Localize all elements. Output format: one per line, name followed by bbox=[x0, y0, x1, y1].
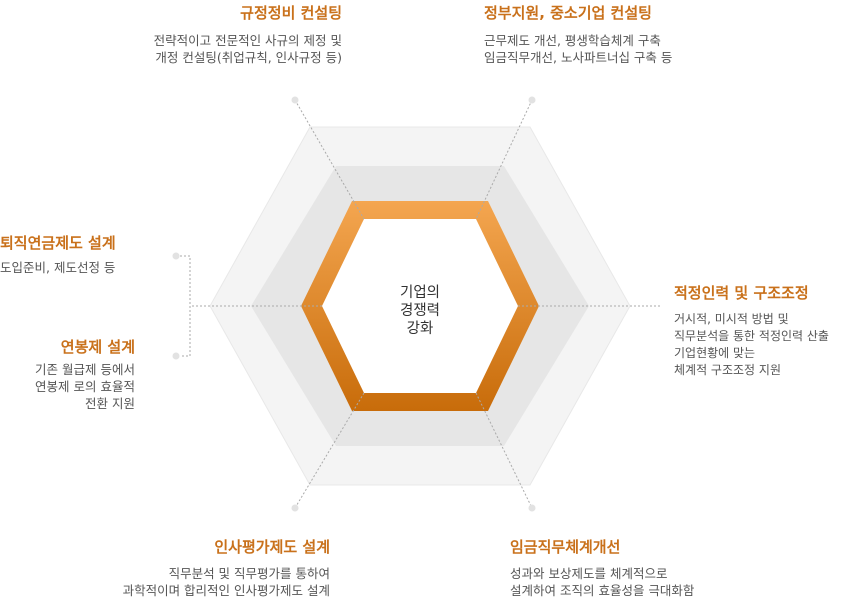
desc-line: 전략적이고 전문적인 사규의 제정 및 bbox=[153, 33, 342, 48]
item-title: 임금직무체계개선 bbox=[510, 538, 621, 556]
desc-line: 설계하여 조직의 효율성을 극대화함 bbox=[510, 583, 695, 598]
item-title: 정부지원, 중소기업 컨설팅 bbox=[484, 4, 652, 22]
center-hexagon bbox=[322, 219, 518, 393]
item-title: 연봉제 설계 bbox=[60, 338, 135, 356]
desc-line: 근무제도 개선, 평생학습체계 구축 bbox=[484, 33, 661, 48]
desc-line: 개정 컨설팅(취업규칙, 인사규정 등) bbox=[155, 50, 342, 65]
dot-bottom-left bbox=[291, 504, 299, 512]
desc-line: 직무분석 및 직무평가를 통하여 bbox=[168, 566, 330, 581]
item-desc: 근무제도 개선, 평생학습체계 구축 임금직무개선, 노사파트너십 구축 등 bbox=[484, 32, 672, 66]
center-line-2: 경쟁력 bbox=[399, 303, 441, 319]
center-line-1: 기업의 bbox=[399, 285, 441, 301]
dot-top-left bbox=[291, 96, 299, 104]
item-desc: 전략적이고 전문적인 사규의 제정 및 개정 컨설팅(취업규칙, 인사규정 등) bbox=[154, 32, 342, 66]
item-title: 퇴직연금제도 설계 bbox=[0, 234, 116, 252]
connector-left-bracket bbox=[180, 255, 191, 357]
item-desc: 기존 월급제 등에서 연봉제 로의 효율적 전환 지원 bbox=[35, 361, 135, 412]
item-title: 규정정비 컨설팅 bbox=[240, 4, 342, 22]
connector-top-right bbox=[475, 99, 533, 220]
desc-line: 기존 월급제 등에서 bbox=[35, 362, 135, 377]
item-bottom-left: 인사평가제도 설계 직무분석 및 직무평가를 통하여 과학적이며 합리적인 인사… bbox=[123, 537, 330, 599]
connector-top-left bbox=[294, 99, 365, 220]
item-desc: 거시적, 미시적 방법 및 직무분석을 통한 적정인력 산출 기업현황에 맞는 … bbox=[674, 311, 829, 379]
item-top-right: 정부지원, 중소기업 컨설팅 근무제도 개선, 평생학습체계 구축 임금직무개선… bbox=[484, 3, 672, 66]
desc-line: 전환 지원 bbox=[85, 396, 135, 411]
center-line-3: 강화 bbox=[406, 321, 434, 337]
desc-line: 임금직무개선, 노사파트너십 구축 등 bbox=[484, 50, 673, 65]
desc-line: 체계적 구조조정 지원 bbox=[674, 363, 781, 377]
item-left-lower: 연봉제 설계 기존 월급제 등에서 연봉제 로의 효율적 전환 지원 bbox=[35, 337, 135, 412]
item-title: 인사평가제도 설계 bbox=[214, 538, 330, 556]
dot-left-lower bbox=[172, 352, 180, 360]
desc-line: 성과와 보상제도를 체계적으로 bbox=[510, 566, 668, 581]
item-top-left: 규정정비 컨설팅 전략적이고 전문적인 사규의 제정 및 개정 컨설팅(취업규칙… bbox=[154, 3, 342, 66]
connector-bottom-right bbox=[475, 392, 533, 509]
dot-bottom-right bbox=[528, 504, 536, 512]
desc-line: 도입준비, 제도선정 등 bbox=[0, 260, 116, 275]
item-desc: 도입준비, 제도선정 등 bbox=[0, 259, 116, 276]
desc-line: 기업현황에 맞는 bbox=[674, 346, 756, 360]
item-right: 적정인력 및 구조조정 거시적, 미시적 방법 및 직무분석을 통한 적정인력 … bbox=[674, 283, 829, 379]
item-left-upper: 퇴직연금제도 설계 도입준비, 제도선정 등 bbox=[0, 233, 116, 276]
dot-top-right bbox=[528, 96, 536, 104]
item-desc: 성과와 보상제도를 체계적으로 설계하여 조직의 효율성을 극대화함 bbox=[510, 565, 694, 599]
desc-line: 연봉제 로의 효율적 bbox=[35, 379, 135, 394]
desc-line: 거시적, 미시적 방법 및 bbox=[674, 312, 789, 326]
desc-line: 직무분석을 통한 적정인력 산출 bbox=[674, 329, 829, 343]
item-desc: 직무분석 및 직무평가를 통하여 과학적이며 합리적인 인사평가제도 설계 bbox=[123, 565, 330, 599]
center-label: 기업의 경쟁력 강화 bbox=[370, 284, 470, 338]
item-bottom-right: 임금직무체계개선 성과와 보상제도를 체계적으로 설계하여 조직의 효율성을 극… bbox=[510, 537, 694, 599]
desc-line: 과학적이며 합리적인 인사평가제도 설계 bbox=[122, 583, 330, 598]
dot-left-upper bbox=[172, 252, 180, 260]
item-title: 적정인력 및 구조조정 bbox=[674, 284, 809, 302]
